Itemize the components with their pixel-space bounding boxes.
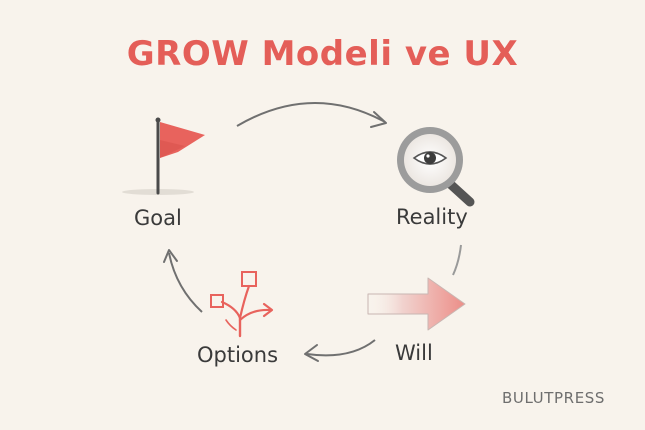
cycle-arrow-goal-to-reality: [236, 101, 387, 128]
step-label-will: Will: [395, 341, 433, 365]
brand-watermark: BULUTPRESS: [502, 389, 606, 407]
step-label-reality: Reality: [396, 205, 468, 229]
step-label-options: Options: [197, 343, 279, 367]
step-label-goal: Goal: [134, 206, 182, 230]
magnifier-eye-icon: [397, 127, 475, 207]
cycle-arrow-will-to-options: [304, 339, 376, 362]
page-title: GROW Modeli ve UX: [126, 34, 519, 74]
cycle-arrow-options-to-goal: [163, 249, 203, 313]
branching-options-icon: [210, 271, 274, 338]
arrow-right-icon: [367, 277, 466, 331]
flag-icon: [122, 117, 205, 195]
cycle-line-reality-to-will: [452, 244, 462, 276]
